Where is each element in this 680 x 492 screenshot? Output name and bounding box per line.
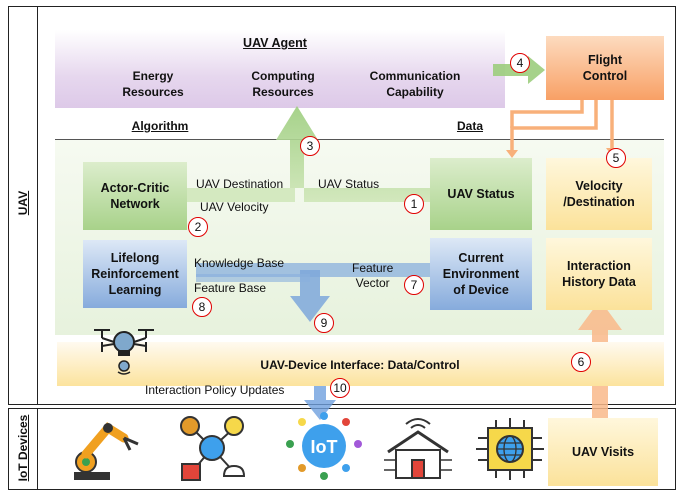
label-feature-vector: Feature Vector — [352, 261, 394, 290]
label-uav-velocity: UAV Velocity — [200, 200, 269, 214]
smart-home-icon — [384, 418, 452, 479]
step-7: 7 — [404, 275, 424, 295]
smart-network-icon — [180, 416, 246, 481]
step-9: 9 — [314, 313, 334, 333]
step-8: 8 — [192, 297, 212, 317]
velocity-destination-box: Velocity /Destination — [546, 158, 652, 230]
actor-critic-box: Actor-Critic Network — [83, 162, 187, 230]
label-interaction-policy: Interaction Policy Updates — [145, 383, 285, 397]
algorithm-header: Algorithm — [131, 119, 189, 133]
data-header: Data — [456, 119, 483, 133]
chip-globe-icon — [476, 418, 544, 480]
current-environment-box: Current Environment of Device — [430, 238, 532, 310]
interaction-history-box: Interaction History Data — [546, 238, 652, 310]
step-5: 5 — [606, 148, 626, 168]
step-4: 4 — [510, 53, 530, 73]
label-uav-destination: UAV Destination — [196, 177, 284, 191]
step-3: 3 — [300, 136, 320, 156]
iot-label-column — [8, 408, 38, 490]
divider-line — [55, 139, 664, 140]
uav-status-box: UAV Status — [430, 158, 532, 230]
drone-icon — [94, 329, 154, 375]
uav-visits-box: UAV Visits — [548, 418, 658, 486]
flight-control-box: Flight Control — [546, 36, 664, 100]
step-1: 1 — [404, 194, 424, 214]
robot-arm-icon — [74, 422, 139, 480]
step-2: 2 — [188, 217, 208, 237]
uav-label-column — [8, 6, 38, 405]
svg-text:IoT: IoT — [311, 437, 338, 457]
label-feature-base: Feature Base — [194, 281, 267, 295]
computing-resources: Computing Resources — [251, 69, 315, 99]
communication-capability: Communication Capability — [369, 69, 461, 99]
interface-bar — [57, 342, 664, 386]
uav-agent-panel — [55, 30, 505, 108]
uav-agent-title: UAV Agent — [243, 36, 307, 50]
energy-resources: Energy Resources — [122, 69, 184, 99]
label-knowledge-base: Knowledge Base — [194, 256, 285, 270]
lifelong-rl-box: Lifelong Reinforcement Learning — [83, 240, 187, 308]
label-uav-status: UAV Status — [318, 177, 380, 191]
step-6: 6 — [571, 352, 591, 372]
step-10: 10 — [330, 378, 350, 398]
iot-hub-icon: IoT — [286, 412, 362, 480]
interface-label: UAV-Device Interface: Data/Control — [260, 358, 460, 372]
